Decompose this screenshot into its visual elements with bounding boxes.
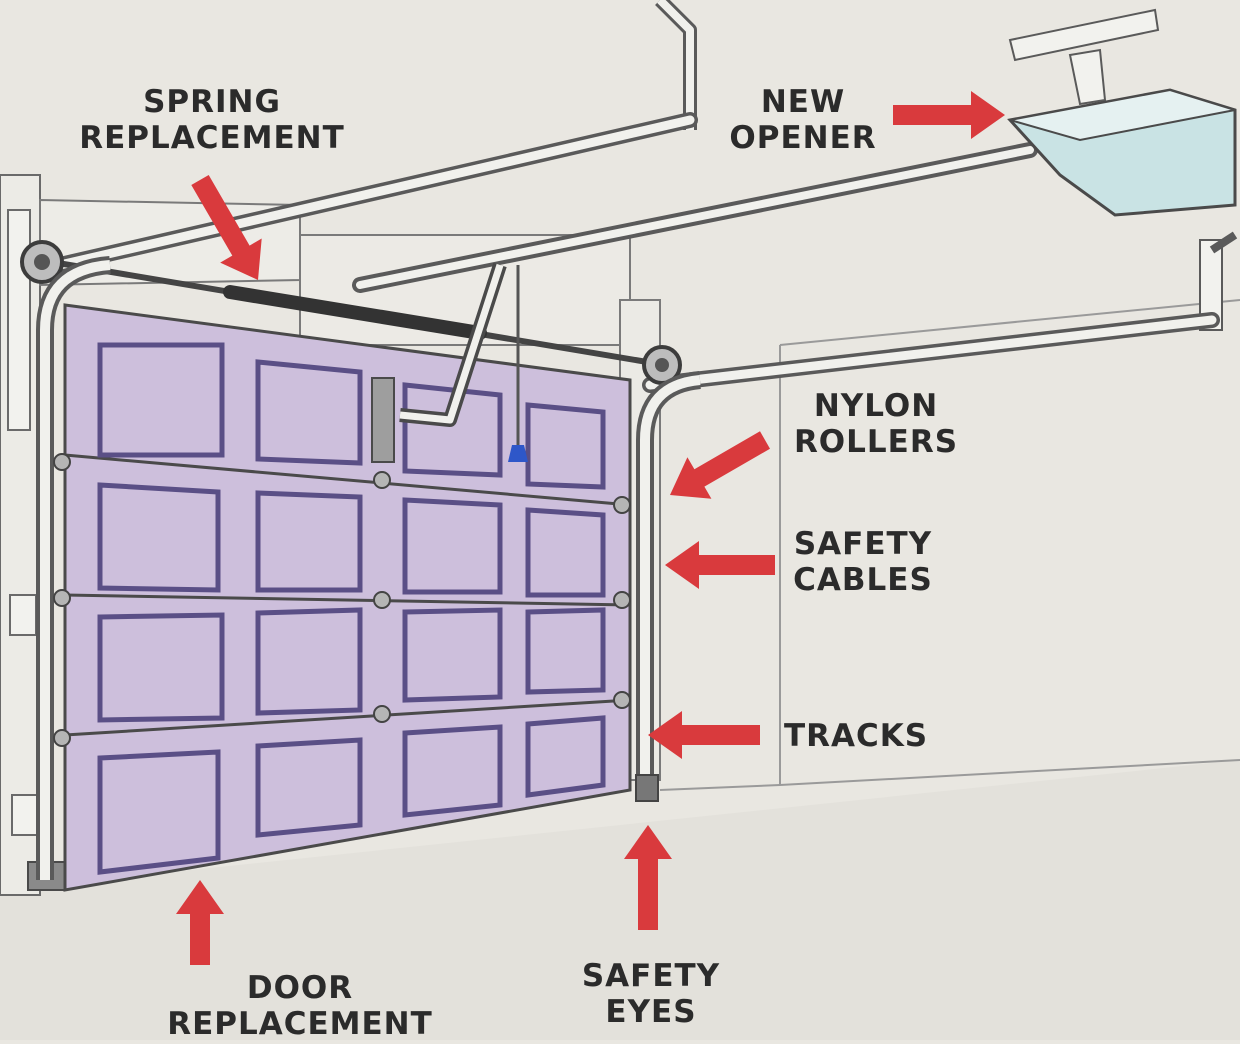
- ceiling-bracket-left: [655, 0, 697, 130]
- callout-safety-eyes: SAFETY EYES: [576, 958, 726, 1030]
- callout-rollers-line1: NYLON: [813, 388, 939, 424]
- door-panel-r3-c1: [97, 612, 225, 723]
- door-panel-r4-c1: [97, 749, 221, 875]
- ceiling-edge: [779, 299, 1240, 346]
- floor: [0, 760, 1240, 1040]
- emergency-release-handle: [508, 445, 528, 462]
- hinge-2: [373, 471, 391, 489]
- door-panel-r1-c2: [255, 359, 363, 466]
- door-panel-r4-c3: [402, 724, 503, 818]
- callout-spring-line1: SPRING: [143, 84, 281, 120]
- door-bracket: [371, 377, 395, 463]
- callout-door-line2: REPLACEMENT: [167, 1006, 433, 1042]
- callout-tracks-line1: TRACKS: [784, 718, 929, 754]
- callout-rollers-line2: ROLLERS: [793, 424, 959, 460]
- door-panel-r2-c3: [402, 497, 503, 595]
- door-panel-r4-c2: [255, 737, 363, 838]
- door-panel-r1-c1: [97, 342, 225, 458]
- callout-arrows: [176, 91, 1005, 965]
- ceiling-bracket-right: [1199, 231, 1238, 331]
- door-panel-r4-c4: [525, 715, 606, 798]
- door-panel-r2-c2: [255, 490, 363, 593]
- callout-cables-line2: CABLES: [793, 562, 933, 598]
- vertical-track-left: [36, 256, 111, 880]
- hinge-1: [53, 453, 71, 471]
- hinge-3: [53, 589, 71, 607]
- arrow-rollers: [670, 431, 770, 499]
- callout-opener-line1: NEW: [760, 84, 846, 120]
- opener-unit: [1007, 8, 1237, 217]
- opener-rail: [352, 142, 1038, 293]
- arrow-cables: [665, 541, 775, 589]
- callout-safety-cables: SAFETY CABLES: [790, 526, 936, 598]
- left-jamb: [0, 174, 67, 896]
- door-panel-r2-c4: [525, 507, 606, 598]
- hinge-5: [53, 729, 71, 747]
- door-panel-r2-c1: [97, 482, 221, 593]
- callout-nylon-rollers: NYLON ROLLERS: [792, 388, 960, 460]
- hinge-6: [373, 705, 391, 723]
- callout-eyes-line1: SAFETY: [581, 958, 721, 994]
- door-panel-r1-c4: [525, 402, 606, 490]
- callout-spring-replacement: SPRING REPLACEMENT: [70, 84, 354, 156]
- door-hinges: [53, 453, 631, 747]
- arrow-opener: [893, 91, 1005, 139]
- arrow-eyes: [624, 825, 672, 930]
- hinge-9: [613, 691, 631, 709]
- door-panel-r3-c3: [402, 607, 503, 703]
- door-panel-r3-c4: [525, 607, 606, 695]
- hinge-7: [613, 496, 631, 514]
- opener-arm: [399, 262, 528, 462]
- callout-opener-line2: OPENER: [729, 120, 877, 156]
- door-panels: [97, 342, 606, 875]
- arrow-spring: [191, 175, 262, 280]
- floor-edge: [659, 759, 1240, 791]
- door-panel-r3-c2: [255, 607, 363, 716]
- callout-tracks: TRACKS: [784, 718, 934, 754]
- vertical-track-right: [635, 371, 702, 802]
- arrow-door: [176, 880, 224, 965]
- hinge-4: [373, 591, 391, 609]
- hinge-8: [613, 591, 631, 609]
- callout-spring-line2: REPLACEMENT: [79, 120, 345, 156]
- arrow-tracks: [648, 711, 760, 759]
- callout-new-opener: NEW OPENER: [728, 84, 878, 156]
- callout-eyes-line2: EYES: [605, 994, 697, 1030]
- door-panel-r1-c3: [402, 382, 503, 478]
- horizontal-track-left: [52, 112, 698, 273]
- callout-cables-line1: SAFETY: [793, 526, 933, 562]
- callout-door-replacement: DOOR REPLACEMENT: [160, 970, 440, 1042]
- callout-door-line1: DOOR: [246, 970, 354, 1006]
- horizontal-track-right: [642, 312, 1220, 393]
